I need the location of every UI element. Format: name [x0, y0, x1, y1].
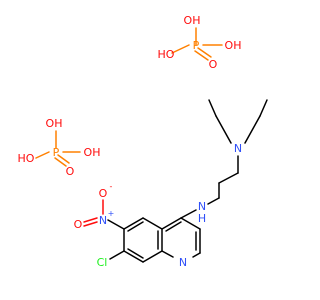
phosphorus-atom: P — [53, 146, 60, 159]
molecule-structure-diagram: P OH OH HO O P OH OH HO O N N H — [18, 14, 268, 269]
ring-bond — [161, 250, 174, 258]
nitro-nitrogen: N — [99, 214, 107, 227]
p-o-double-bond-b — [197, 47, 212, 58]
diethylamine-nitrogen: N — [234, 142, 242, 155]
quinoline-nitrogen: N — [179, 256, 187, 269]
nitro-oxygen: O — [99, 187, 108, 200]
phosphoric-acid-2: P OH OH HO O — [18, 117, 101, 178]
hydroxyl-label: HO — [18, 152, 35, 165]
ethyl-bond — [259, 99, 268, 117]
p-o-double-bond-b — [57, 154, 70, 164]
p-o-double-bond-a — [54, 157, 67, 167]
hydroxyl-label: HO — [158, 48, 175, 61]
ring-bond — [123, 217, 144, 230]
p-o-double-bond-a — [194, 50, 209, 61]
hydroxyl-label: OH — [46, 117, 63, 130]
hydroxyl-label: OH — [84, 146, 101, 159]
nitro-oxygen: O — [74, 218, 83, 231]
ring-bond — [142, 217, 163, 230]
nitro-o-double-bond-a — [83, 221, 98, 227]
ring-bond — [161, 217, 182, 230]
quinoline-amine-molecule: N N H N N + O - — [74, 99, 268, 269]
hydroxyl-label: OH — [225, 39, 242, 52]
ring-double-bond — [127, 248, 144, 259]
amine-hydrogen: H — [198, 212, 206, 225]
p-o-bond-left — [171, 44, 190, 54]
ethyl-bond — [244, 115, 261, 144]
propyl-bond — [207, 197, 220, 205]
nitro-positive-charge: + — [108, 209, 115, 218]
ring-bond — [123, 250, 144, 263]
amine-nitrogen: N — [198, 200, 206, 213]
nitro-bond — [107, 219, 125, 230]
phosphoric-acid-1: P OH OH HO O — [158, 14, 242, 71]
p-o-bond-left — [35, 151, 50, 159]
ethyl-bond — [208, 99, 217, 117]
oxo-oxygen-label: O — [66, 165, 75, 178]
oxo-oxygen-label: O — [209, 58, 218, 71]
amine-quinoline-bond — [180, 209, 197, 219]
ring-bond — [142, 250, 163, 263]
ethyl-bond — [215, 115, 232, 144]
propyl-bond — [218, 172, 239, 184]
ring-bond — [192, 252, 201, 258]
hydroxyl-label: OH — [184, 14, 201, 27]
chlorine-atom: Cl — [97, 256, 108, 269]
nitro-o-double-bond-b — [83, 217, 98, 223]
ring-double-bond — [165, 221, 182, 232]
ring-bond — [180, 217, 201, 230]
phosphorus-atom: P — [193, 39, 200, 52]
chlorine-bond — [109, 250, 125, 260]
ring-double-bond — [127, 221, 144, 232]
oxygen-negative-charge: - — [110, 182, 113, 191]
